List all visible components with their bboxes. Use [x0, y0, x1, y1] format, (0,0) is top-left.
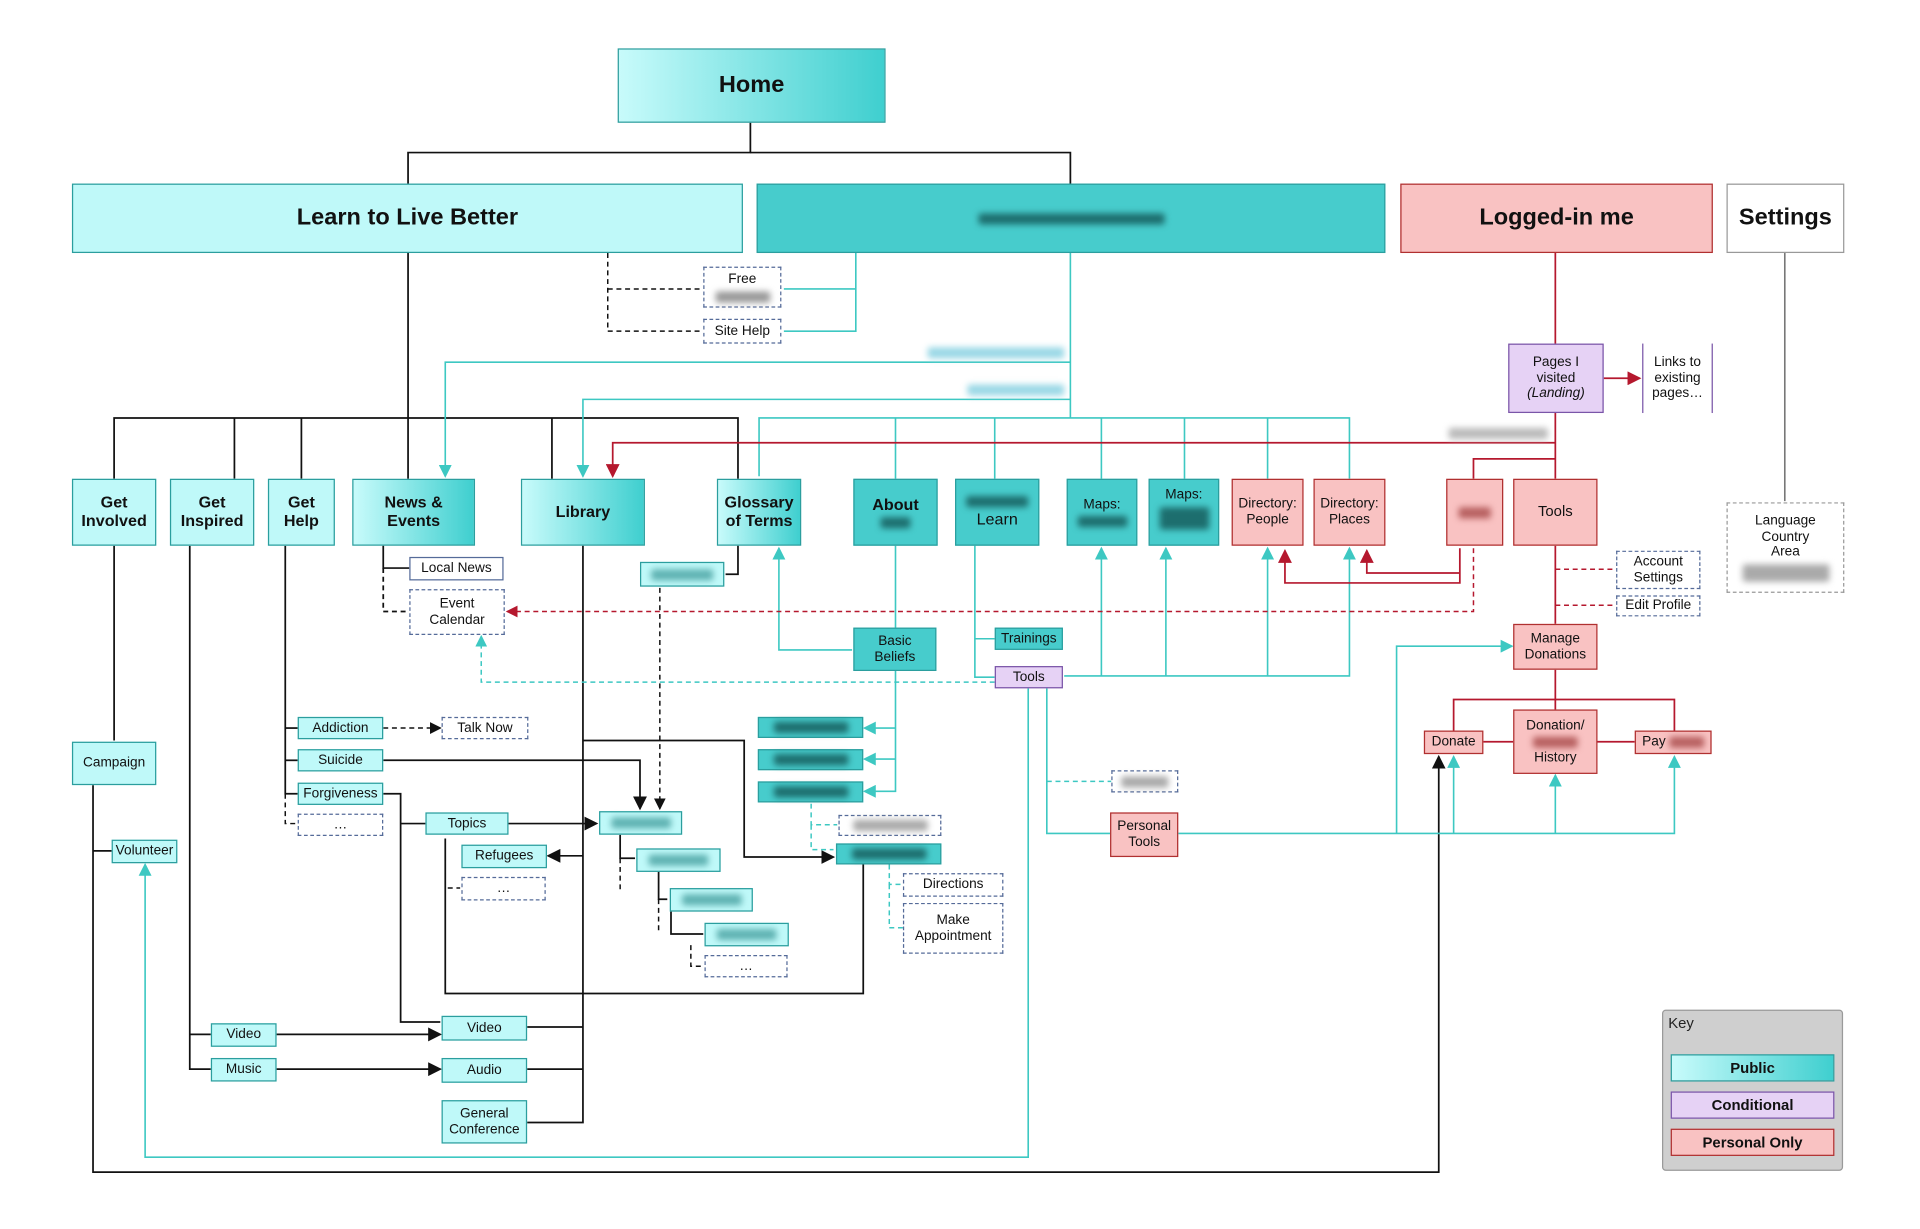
redacted-label: [773, 721, 848, 734]
redacted-label: [967, 384, 1065, 396]
redacted-library-item-3[interactable]: [669, 888, 753, 912]
redacted-label: [773, 786, 848, 798]
site-help-node[interactable]: Site Help: [703, 318, 782, 344]
redacted-glossary-item[interactable]: [639, 561, 725, 587]
redacted-label: [1077, 516, 1127, 528]
campaign-node[interactable]: Campaign: [71, 741, 157, 786]
redacted-section-node[interactable]: [756, 183, 1386, 254]
redacted-library-item-1[interactable]: [599, 811, 683, 835]
more-topics-node[interactable]: …: [461, 876, 546, 901]
redacted-label: [851, 848, 926, 860]
redacted-label: [1159, 506, 1209, 530]
redacted-label: [648, 854, 709, 866]
home-node[interactable]: Home: [617, 48, 886, 123]
legend-public: Public: [1670, 1054, 1835, 1082]
pay-node[interactable]: Pay: [1634, 730, 1712, 755]
redacted-label: [773, 754, 848, 766]
directory-places-node[interactable]: Directory:Places: [1313, 478, 1386, 546]
legend-title: Key: [1668, 1014, 1694, 1032]
maps-node-2[interactable]: Maps:: [1148, 478, 1220, 546]
library-node[interactable]: Library: [520, 478, 645, 546]
redacted-label: [852, 819, 928, 832]
settings-node[interactable]: Settings: [1726, 183, 1845, 254]
redacted-label: [966, 495, 1029, 507]
redacted-label: [1742, 564, 1829, 582]
video-right-node[interactable]: Video: [441, 1015, 528, 1041]
redacted-label: [927, 347, 1065, 359]
more-help-node[interactable]: …: [297, 813, 384, 836]
learn-node[interactable]: Learn: [955, 478, 1040, 546]
trainings-node[interactable]: Trainings: [994, 627, 1063, 650]
redacted-library-item-2[interactable]: [636, 848, 721, 872]
donate-node[interactable]: Donate: [1423, 730, 1484, 755]
learn-to-live-better-node[interactable]: Learn to Live Better: [71, 183, 743, 254]
redacted-about-item-4[interactable]: [838, 814, 942, 836]
music-node[interactable]: Music: [210, 1057, 277, 1082]
tools-mid-node[interactable]: Tools: [994, 666, 1063, 689]
talk-now-node[interactable]: Talk Now: [441, 716, 529, 740]
redacted-label: [1669, 736, 1705, 748]
redacted-about-item-5[interactable]: [835, 843, 942, 865]
redacted-tools-item[interactable]: [1111, 770, 1179, 793]
addiction-node[interactable]: Addiction: [297, 716, 384, 740]
redacted-label: [1458, 506, 1491, 518]
redacted-label: [1533, 736, 1578, 748]
redacted-personal-node[interactable]: [1446, 478, 1504, 546]
more-library-node[interactable]: …: [704, 955, 788, 978]
volunteer-node[interactable]: Volunteer: [111, 839, 178, 864]
redacted-label: [1121, 775, 1169, 787]
redacted-label: [651, 568, 714, 580]
about-node[interactable]: About: [853, 478, 938, 546]
tools-right-node[interactable]: Tools: [1513, 478, 1598, 546]
redacted-about-item-3[interactable]: [757, 781, 864, 803]
redacted-label: [610, 817, 671, 829]
directions-node[interactable]: Directions: [902, 873, 1004, 897]
logged-in-me-node[interactable]: Logged-in me: [1400, 183, 1713, 254]
local-news-node[interactable]: Local News: [409, 556, 504, 581]
redacted-about-item-2[interactable]: [757, 749, 864, 771]
redacted-library-item-4[interactable]: [704, 922, 789, 947]
redacted-label: [1448, 427, 1548, 440]
suicide-node[interactable]: Suicide: [297, 749, 384, 772]
redacted-about-item-1[interactable]: [757, 716, 864, 738]
audio-node[interactable]: Audio: [441, 1057, 528, 1083]
directory-people-node[interactable]: Directory:People: [1231, 478, 1304, 546]
maps-node-1[interactable]: Maps:: [1066, 478, 1138, 546]
forgiveness-node[interactable]: Forgiveness: [297, 782, 384, 805]
legend-conditional: Conditional: [1670, 1091, 1835, 1119]
legend-personal-only: Personal Only: [1670, 1128, 1835, 1156]
news-events-node[interactable]: News &Events: [352, 478, 476, 546]
redacted-label: [681, 894, 742, 906]
redacted-label: [716, 928, 777, 941]
refugees-node[interactable]: Refugees: [461, 844, 547, 869]
redacted-label: [977, 212, 1165, 224]
video-left-node[interactable]: Video: [210, 1023, 277, 1047]
legend-key: Key Public Conditional Personal Only: [1662, 1009, 1844, 1171]
redacted-label: [715, 291, 770, 303]
edit-profile-node[interactable]: Edit Profile: [1616, 595, 1701, 617]
redacted-label: [880, 517, 911, 529]
free-node[interactable]: Free: [703, 266, 782, 308]
donation-history-node[interactable]: Donation/History: [1513, 709, 1598, 774]
topics-node[interactable]: Topics: [425, 812, 509, 835]
